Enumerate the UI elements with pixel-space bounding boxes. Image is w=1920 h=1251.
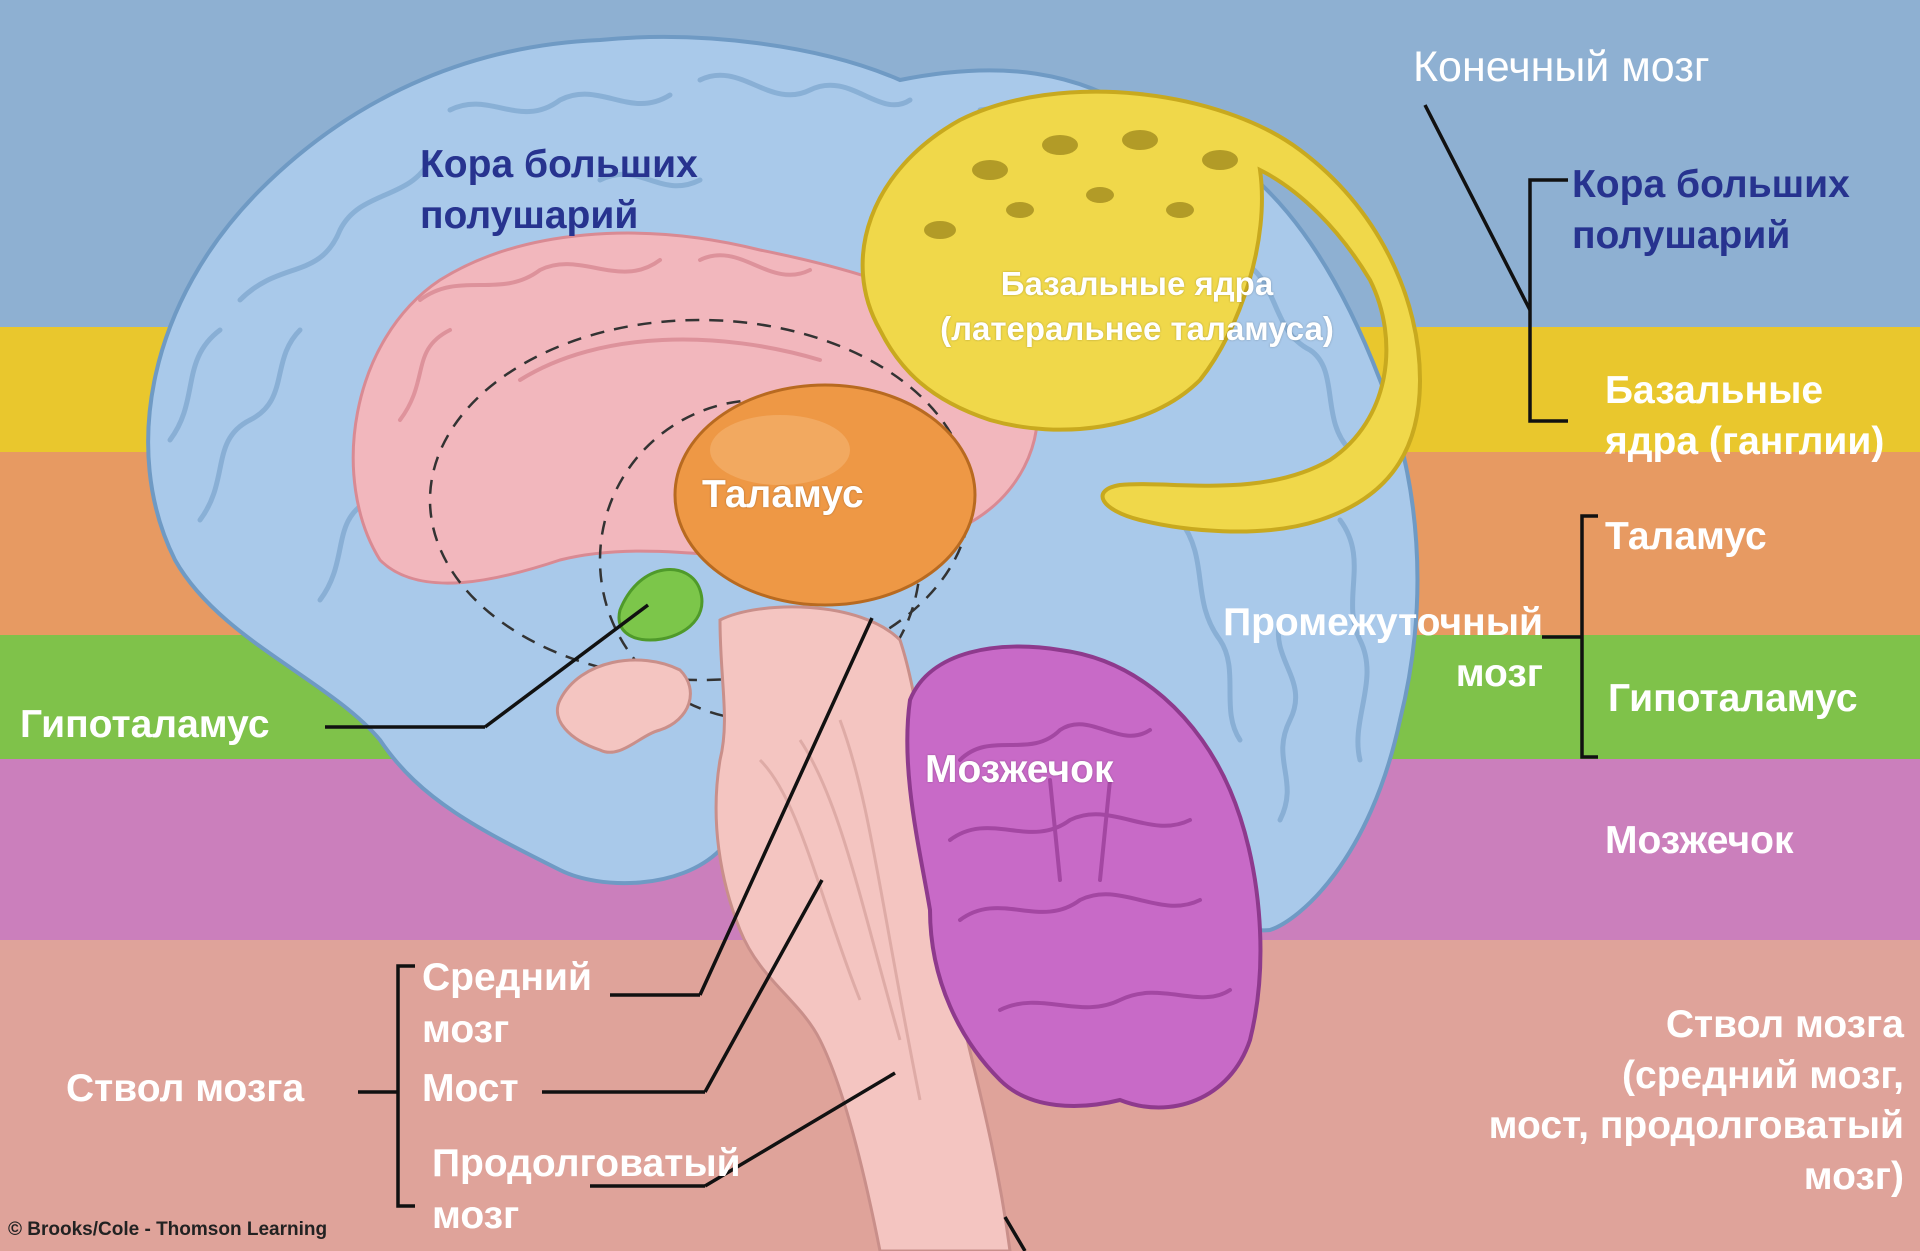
- label-brainstem: Ствол мозга: [66, 1064, 304, 1115]
- label-basal-nuclei-line-2: (латеральнее таламуса): [912, 307, 1362, 352]
- legend-cortex-line-1: Кора больших: [1572, 160, 1850, 211]
- legend-basal-ganglia: Базальные ядра (ганглии): [1605, 366, 1884, 467]
- label-thalamus: Таламус: [702, 470, 864, 521]
- label-hypothalamus: Гипоталамус: [20, 700, 270, 751]
- legend-thalamus: Таламус: [1605, 512, 1767, 563]
- label-medulla-line-1: Продолговатый: [432, 1138, 741, 1190]
- legend-diencephalon-line-2: мозг: [1195, 649, 1543, 700]
- legend-cerebellum: Мозжечок: [1605, 816, 1794, 867]
- legend-brainstem-line-3: мост, продолговатый: [1440, 1101, 1904, 1152]
- legend-diencephalon: Промежуточный мозг: [1195, 598, 1543, 699]
- legend-brainstem-line-4: мозг): [1440, 1152, 1904, 1203]
- label-midbrain: Средний мозг: [422, 952, 592, 1056]
- legend-cortex: Кора больших полушарий: [1572, 160, 1850, 261]
- label-basal-nuclei: Базальные ядра (латеральнее таламуса): [912, 262, 1362, 351]
- legend-telencephalon: Конечный мозг: [1413, 40, 1710, 96]
- label-midbrain-line-1: Средний: [422, 952, 592, 1004]
- label-cortex-line-2: полушарий: [420, 191, 698, 242]
- legend-cortex-line-2: полушарий: [1572, 211, 1850, 262]
- label-cerebellum: Мозжечок: [925, 745, 1114, 796]
- credit-text: © Brooks/Cole - Thomson Learning: [8, 1219, 327, 1241]
- legend-hypothalamus: Гипоталамус: [1608, 674, 1858, 725]
- legend-brainstem-line-1: Ствол мозга: [1440, 1000, 1904, 1051]
- label-medulla-line-2: мозг: [432, 1190, 741, 1242]
- legend-brainstem: Ствол мозга (средний мозг, мост, продолг…: [1440, 1000, 1904, 1203]
- label-cortex: Кора больших полушарий: [420, 140, 698, 241]
- label-cortex-line-1: Кора больших: [420, 140, 698, 191]
- label-medulla: Продолговатый мозг: [432, 1138, 741, 1242]
- legend-brainstem-line-2: (средний мозг,: [1440, 1051, 1904, 1102]
- legend-diencephalon-line-1: Промежуточный: [1195, 598, 1543, 649]
- legend-basal-ganglia-line-1: Базальные: [1605, 366, 1884, 417]
- label-basal-nuclei-line-1: Базальные ядра: [912, 262, 1362, 307]
- label-pons: Мост: [422, 1064, 519, 1115]
- legend-basal-ganglia-line-2: ядра (ганглии): [1605, 417, 1884, 468]
- label-midbrain-line-2: мозг: [422, 1004, 592, 1056]
